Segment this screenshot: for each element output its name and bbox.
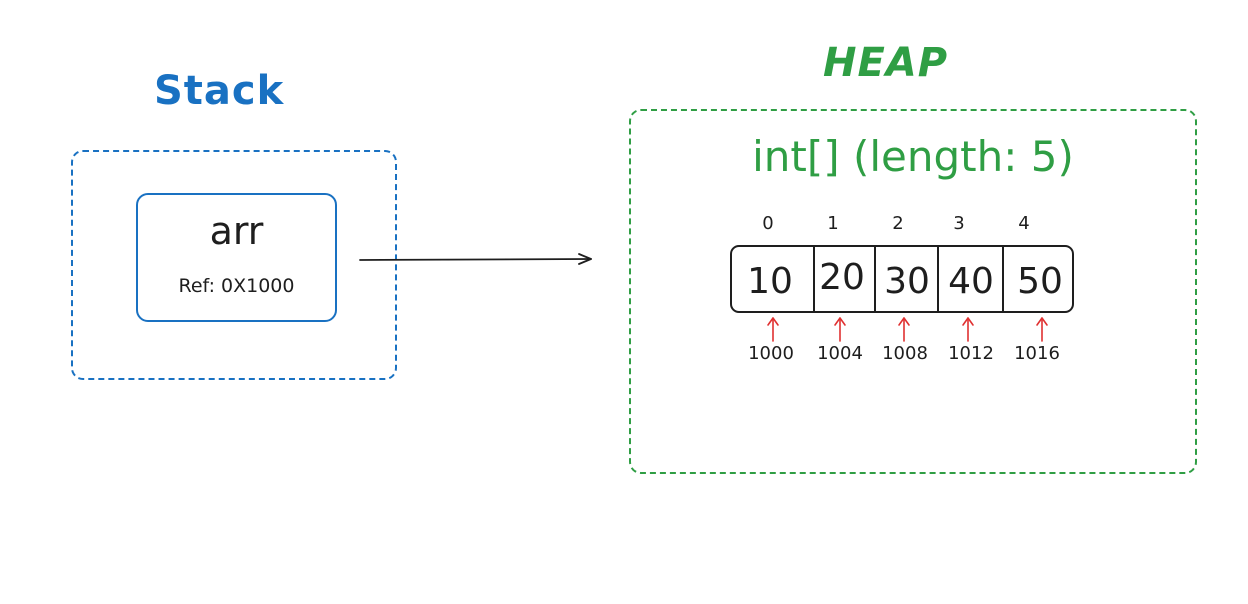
cell-divider xyxy=(937,247,939,311)
array-cell-value: 30 xyxy=(884,261,930,302)
arrow-up-icon xyxy=(834,317,846,342)
array-cell-value: 50 xyxy=(1017,261,1063,302)
array-index-label: 0 xyxy=(762,213,774,234)
array-cells: 10 20 30 40 50 xyxy=(730,245,1074,313)
cell-divider xyxy=(1002,247,1004,311)
memory-address-label: 1012 xyxy=(948,343,994,364)
variable-name: arr xyxy=(209,209,264,253)
memory-address-label: 1016 xyxy=(1014,343,1060,364)
array-type-label: int[] (length: 5) xyxy=(752,132,1074,181)
array-index-label: 4 xyxy=(1018,213,1030,234)
heap-frame xyxy=(629,109,1197,474)
variable-box: arr Ref: 0X1000 xyxy=(136,193,337,322)
memory-address-label: 1004 xyxy=(817,343,863,364)
heap-title: HEAP xyxy=(823,40,949,86)
arrow-up-icon xyxy=(767,317,779,342)
memory-address-label: 1000 xyxy=(748,343,794,364)
arrow-up-icon xyxy=(962,317,974,342)
array-cell-value: 20 xyxy=(819,257,865,298)
arrow-right-icon xyxy=(359,253,592,265)
array-cell-value: 40 xyxy=(948,261,994,302)
array-cell-value: 10 xyxy=(747,261,793,302)
array-index-label: 1 xyxy=(827,213,839,234)
cell-divider xyxy=(874,247,876,311)
stack-title: Stack xyxy=(154,68,285,114)
memory-address-label: 1008 xyxy=(882,343,928,364)
array-index-label: 3 xyxy=(953,213,965,234)
array-index-label: 2 xyxy=(892,213,904,234)
variable-reference: Ref: 0X1000 xyxy=(178,275,295,297)
arrow-up-icon xyxy=(898,317,910,342)
cell-divider xyxy=(813,247,815,311)
stack-frame xyxy=(71,150,397,380)
arrow-up-icon xyxy=(1036,317,1048,342)
